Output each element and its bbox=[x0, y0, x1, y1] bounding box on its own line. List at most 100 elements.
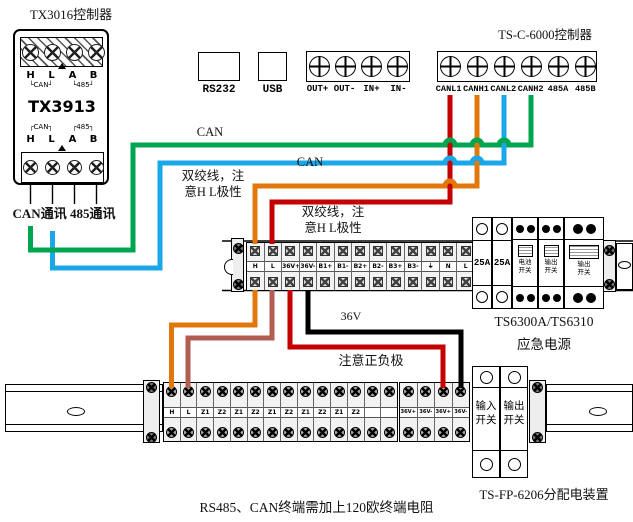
screw-icon bbox=[383, 427, 395, 438]
triangle-marker-icon bbox=[58, 63, 66, 69]
screw-icon bbox=[337, 246, 348, 256]
screw-terminal-icon bbox=[574, 56, 596, 77]
terminal-cell: L bbox=[180, 383, 198, 441]
terminal-label: H bbox=[164, 406, 180, 418]
screw-icon bbox=[166, 427, 178, 438]
switch-top-ports bbox=[565, 218, 603, 240]
switch-bottom-ports bbox=[565, 286, 603, 308]
rail-hole bbox=[67, 407, 85, 416]
terminal-cell: 36V+ bbox=[435, 383, 453, 441]
terminal-cell: Z1 bbox=[197, 383, 215, 441]
breaker-top-port bbox=[473, 218, 491, 241]
terminal-label: L bbox=[180, 406, 197, 418]
annotation-line: 意H L极性 bbox=[304, 221, 362, 235]
switch-toggle[interactable] bbox=[543, 245, 559, 257]
switch-bottom-port bbox=[473, 450, 499, 477]
screw-icon bbox=[183, 427, 195, 438]
switch-top-ports bbox=[539, 218, 563, 240]
terminal-cell: 36V+ bbox=[282, 243, 300, 290]
switch-label-line2: 开关 bbox=[503, 415, 525, 426]
tx3913-pin-leads bbox=[29, 183, 98, 204]
power-supply-title-line2: 应急电源 bbox=[517, 337, 571, 352]
terminal-cell: B2- bbox=[369, 243, 388, 290]
port-circle-icon bbox=[476, 291, 488, 303]
footnote: RS485、CAN终端需加上120欧终端电阻 bbox=[199, 500, 434, 515]
switch-bottom-ports bbox=[539, 286, 563, 308]
switch-body: 输出开关 bbox=[543, 240, 559, 275]
terminal-label: Z2 bbox=[347, 406, 364, 418]
screw-icon bbox=[402, 386, 414, 397]
screw-icon bbox=[420, 427, 432, 438]
screw-icon bbox=[283, 386, 295, 397]
switch-label-line1: 输入 bbox=[475, 401, 497, 412]
terminal-cell: Z1 bbox=[264, 383, 282, 441]
screw-icon bbox=[320, 277, 331, 287]
screw-icon bbox=[460, 277, 471, 287]
screw-icon bbox=[372, 246, 383, 256]
screw-icon bbox=[350, 427, 362, 438]
terminal-label: 36V+ bbox=[435, 406, 452, 418]
triangle-marker-icon bbox=[58, 145, 66, 151]
screw-icon bbox=[266, 386, 278, 397]
terminal-label: IN- bbox=[390, 84, 407, 94]
switch-label-line2: 开关 bbox=[577, 269, 591, 276]
switch-bottom-ports bbox=[513, 286, 537, 308]
screw-icon bbox=[372, 277, 383, 287]
terminal-cell: 36V- bbox=[299, 243, 318, 290]
terminal-label: CANH2 bbox=[517, 84, 544, 94]
pin-label: H bbox=[26, 134, 35, 145]
screw-icon bbox=[216, 386, 228, 397]
screw-icon bbox=[350, 386, 362, 397]
screw-icon bbox=[250, 246, 261, 256]
port-dot-icon bbox=[526, 293, 535, 302]
screw-terminal-icon bbox=[547, 56, 569, 77]
switch-toggle[interactable] bbox=[517, 245, 533, 257]
annotation-line: 意H L极性 bbox=[184, 185, 242, 199]
tsc6000-terminal-block bbox=[437, 51, 597, 82]
screw-terminal-icon bbox=[360, 56, 382, 77]
switch-label-line1: 输出 bbox=[577, 261, 591, 268]
screw-icon bbox=[233, 386, 245, 397]
terminal-label: B2- bbox=[369, 261, 387, 272]
screw-icon bbox=[285, 246, 296, 256]
terminal-label: 36V- bbox=[299, 261, 317, 272]
bracket-screw-icon bbox=[532, 382, 543, 393]
terminal-label: Z2 bbox=[214, 406, 230, 418]
power-terminal-strip: H L 36V+ 36V- B1+ bbox=[246, 242, 475, 291]
terminal-label: N bbox=[439, 261, 457, 272]
switch-toggle[interactable] bbox=[569, 245, 599, 259]
screw-icon bbox=[266, 427, 278, 438]
port-dot-icon bbox=[541, 224, 550, 233]
screw-icon bbox=[267, 277, 278, 287]
screw-icon bbox=[437, 427, 449, 438]
screw-icon bbox=[300, 427, 312, 438]
wire-h-orange bbox=[169, 290, 258, 388]
power-switch-row: 电池开关 输出开关 输出开关 bbox=[512, 217, 604, 309]
screw-icon bbox=[443, 277, 454, 287]
screw-icon bbox=[283, 427, 295, 438]
rs232-label: RS232 bbox=[202, 84, 236, 96]
screw-icon bbox=[425, 277, 436, 287]
terminal-label: H bbox=[247, 261, 264, 272]
annotation-twisted-pair-upper: 双绞线，注意H L极性 bbox=[168, 168, 258, 200]
terminal-label: B2+ bbox=[352, 261, 369, 272]
screw-icon bbox=[316, 386, 328, 397]
tx3016-bus-caption: CAN通讯 485通讯 bbox=[12, 206, 116, 221]
screw-icon bbox=[437, 386, 449, 397]
screw-terminal-icon bbox=[88, 44, 105, 61]
usb-label: USB bbox=[262, 84, 283, 96]
switch-label: 电池开关 bbox=[518, 259, 533, 275]
screw-terminal-icon bbox=[45, 160, 60, 175]
rail-hole bbox=[589, 407, 607, 416]
screw-icon bbox=[425, 246, 436, 256]
screw-icon bbox=[302, 246, 313, 256]
switch-label-line1: 电池 bbox=[518, 259, 532, 266]
bracket-screw-icon bbox=[604, 245, 615, 256]
annotation-can-lower: CAN bbox=[296, 155, 324, 169]
screw-icon bbox=[455, 386, 467, 397]
tsc6000-title: TS-C-6000控制器 bbox=[498, 28, 592, 42]
screw-terminal-icon bbox=[493, 56, 515, 77]
tx3016-bus-row-bottom: ┌CAN┐┌485┐ bbox=[20, 123, 104, 131]
terminal-label: Z2 bbox=[314, 406, 331, 418]
terminal-cell: Z2 bbox=[247, 383, 265, 441]
